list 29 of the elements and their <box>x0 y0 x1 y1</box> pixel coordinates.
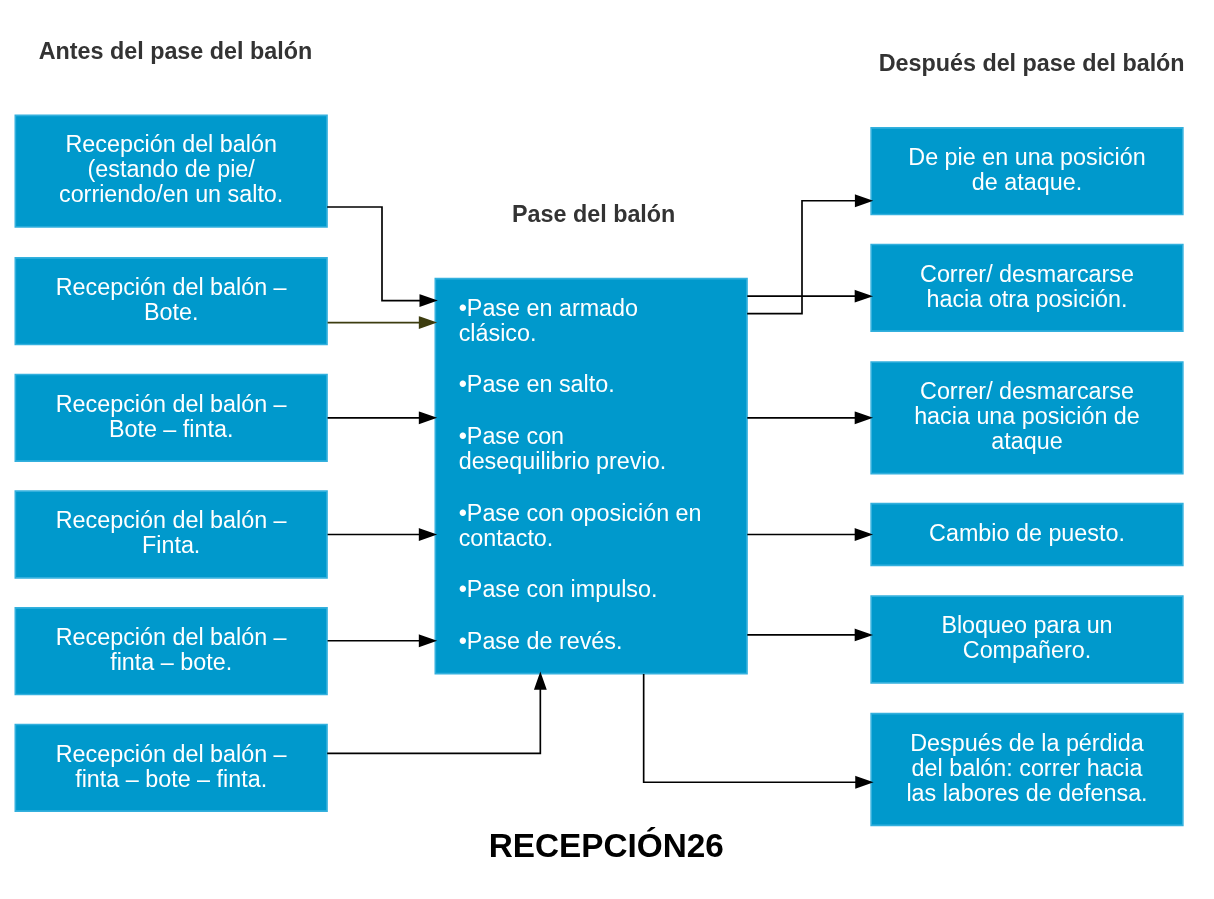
node-box: •Pase en armado clásico. •Pase en salto. •Pase con desequilibrio previo. •Pase con oposición en contacto. •Pase con impulso. •Pase de revés. <box>434 277 748 675</box>
arrow <box>326 206 438 308</box>
node-box: Recepción del balón – finta – bote. <box>14 607 328 696</box>
arrow <box>746 289 874 303</box>
node-box: Recepción del balón – finta – bote – finta. <box>14 723 328 812</box>
node-box: Bloqueo para un Compañero. <box>870 595 1184 684</box>
node-box: Correr/ desmarcarse hacia una posición de ataque <box>870 361 1184 475</box>
node-box: Recepción del balón – Bote – finta. <box>14 373 328 462</box>
label: Antes del pase del balón <box>38 38 313 64</box>
arrow <box>326 411 438 425</box>
arrow <box>326 528 438 541</box>
arrow <box>326 316 438 329</box>
label: Después del pase del balón <box>878 49 1185 76</box>
arrow <box>746 194 874 315</box>
arrow <box>746 628 874 642</box>
node-box: Cambio de puesto. <box>870 502 1184 567</box>
node-box: Recepción del balón – Bote. <box>14 257 328 346</box>
label: Pase del balón <box>512 201 676 228</box>
arrow <box>746 528 874 541</box>
node-box: De pie en una posición de ataque. <box>870 127 1184 216</box>
node-box: Recepción del balón (estando de pie/ corriendo/en un salto. <box>14 114 328 228</box>
node-box: Correr/ desmarcarse hacia otra posición. <box>870 243 1184 332</box>
arrow <box>642 673 874 789</box>
arrow <box>326 671 547 755</box>
arrow <box>326 634 438 648</box>
arrow <box>746 411 874 425</box>
node-box: Recepción del balón – Finta. <box>14 490 328 579</box>
caption: RECEPCIÓN26 <box>488 827 724 864</box>
node-box: Después de la pérdida del balón: correr hacia las labores de defensa. <box>870 712 1184 827</box>
